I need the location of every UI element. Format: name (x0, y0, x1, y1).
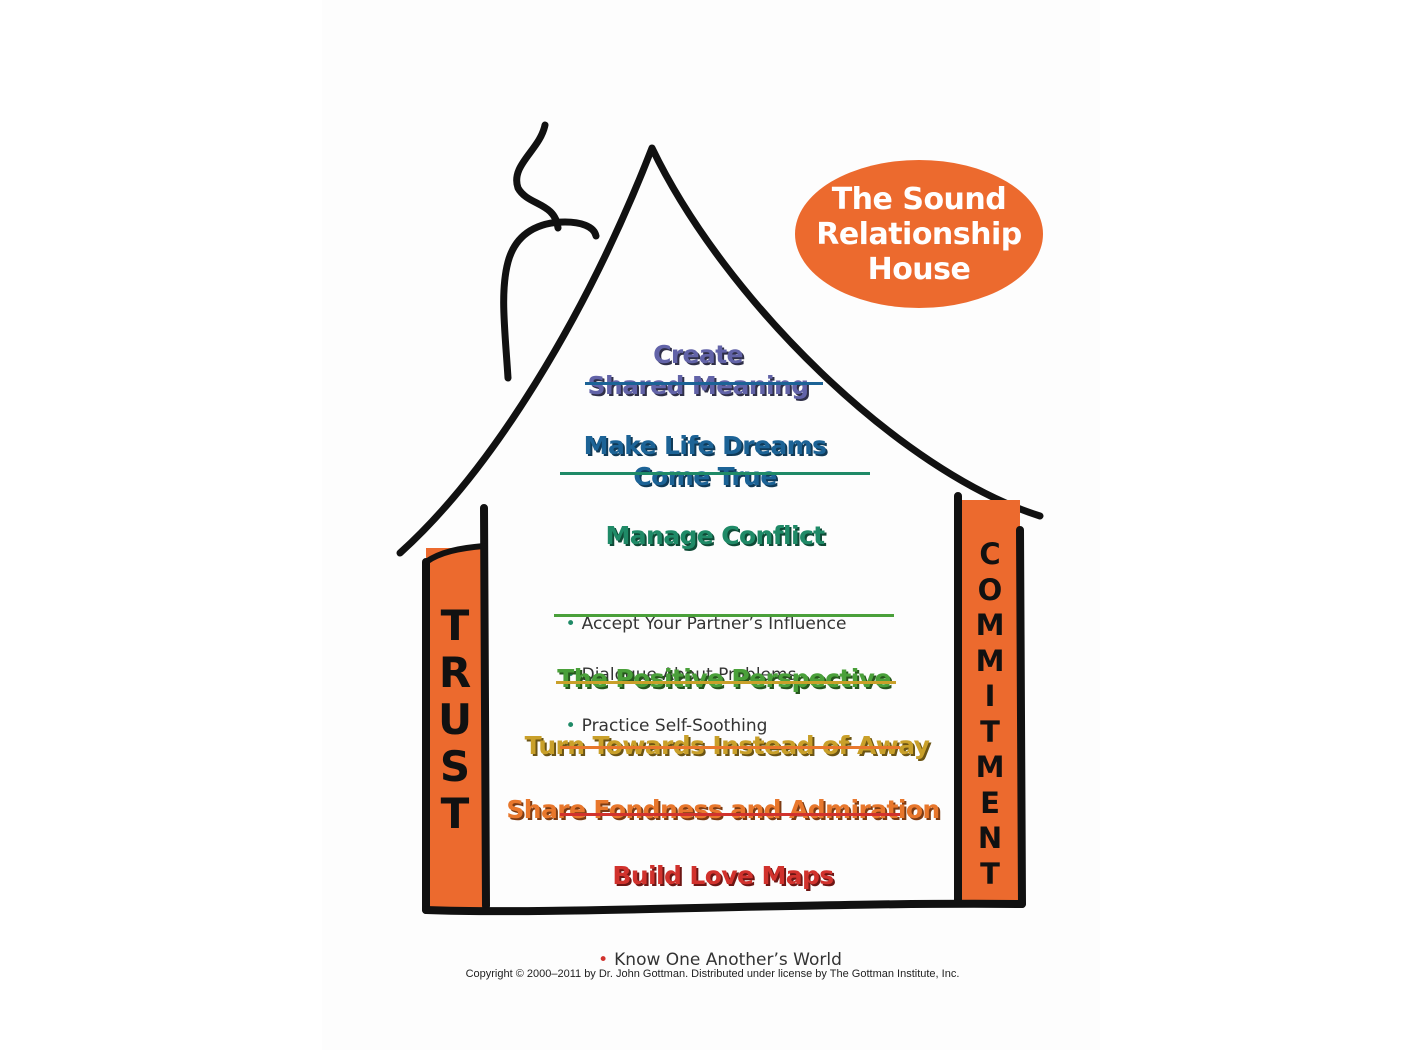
level-title: Build Love Maps (612, 861, 834, 890)
trust-letter: R (438, 648, 472, 697)
commitment-letter: M (975, 608, 1005, 642)
level-title: Create Shared Meaning (587, 340, 810, 400)
title-badge: The Sound Relationship House (795, 160, 1043, 308)
divider-line (556, 681, 896, 684)
copyright-footer: Copyright © 2000–2011 by Dr. John Gottma… (465, 968, 960, 980)
level-positive-perspective: The Positive Perspective (557, 632, 891, 725)
commitment-label: C O M M I T M E N T (962, 540, 1018, 895)
trust-letter: T (440, 789, 470, 838)
commitment-letter: E (980, 785, 1000, 820)
commitment-letter: C (979, 537, 1001, 571)
trust-letter: T (440, 601, 470, 650)
commitment-letter: N (977, 821, 1003, 855)
divider-line (560, 813, 900, 816)
trust-letter: S (439, 742, 471, 791)
chimney (500, 218, 600, 382)
divider-line (560, 472, 870, 475)
level-turn-towards: Turn Towards Instead of Away (525, 699, 930, 792)
divider-line (554, 614, 894, 617)
level-create-shared-meaning: Create Shared Meaning (587, 308, 810, 432)
commitment-letter: I (984, 679, 996, 713)
commitment-letter: T (980, 856, 1000, 891)
trust-label: T R U S T (432, 605, 478, 840)
bullet-item: Practice Self-Soothing (566, 714, 847, 740)
badge-title: The Sound Relationship House (816, 181, 1022, 287)
commitment-letter: O (977, 572, 1003, 607)
love-maps-bullets: Know One Another’s World (598, 922, 842, 999)
level-build-love-maps: Build Love Maps Know One Another’s World (604, 829, 841, 1030)
floor (422, 899, 1026, 916)
level-title: Turn Towards Instead of Away (524, 731, 930, 760)
roof (396, 144, 1044, 557)
chimney-smoke (513, 121, 562, 232)
commitment-letter: M (975, 750, 1005, 784)
commitment-pillar (958, 500, 1020, 902)
bullet-item: Accept Your Partner’s Influence (566, 612, 847, 638)
level-title: Manage Conflict (605, 521, 825, 550)
bullet-item: Know One Another’s World (598, 948, 842, 974)
manage-conflict-bullets: Accept Your Partner’s Influence Dialogue… (566, 586, 847, 765)
level-title: Share Fondness and Admiration (506, 795, 940, 824)
level-share-fondness: Share Fondness and Admiration (506, 763, 940, 856)
level-manage-conflict: Manage Conflict Accept Your Partner’s In… (582, 489, 847, 796)
level-make-life-dreams-come-true: Make Life Dreams Come True (584, 399, 827, 523)
divider-line (560, 746, 900, 749)
level-title: The Positive Perspective (557, 664, 891, 693)
level-title: Make Life Dreams Come True (583, 431, 827, 491)
divider-line (585, 382, 823, 385)
commitment-letter: T (980, 714, 1000, 749)
trust-pillar (426, 548, 486, 908)
trust-letter: U (437, 695, 473, 744)
bullet-item: Dialogue About Problems (566, 663, 847, 689)
commitment-letter: M (975, 643, 1005, 678)
